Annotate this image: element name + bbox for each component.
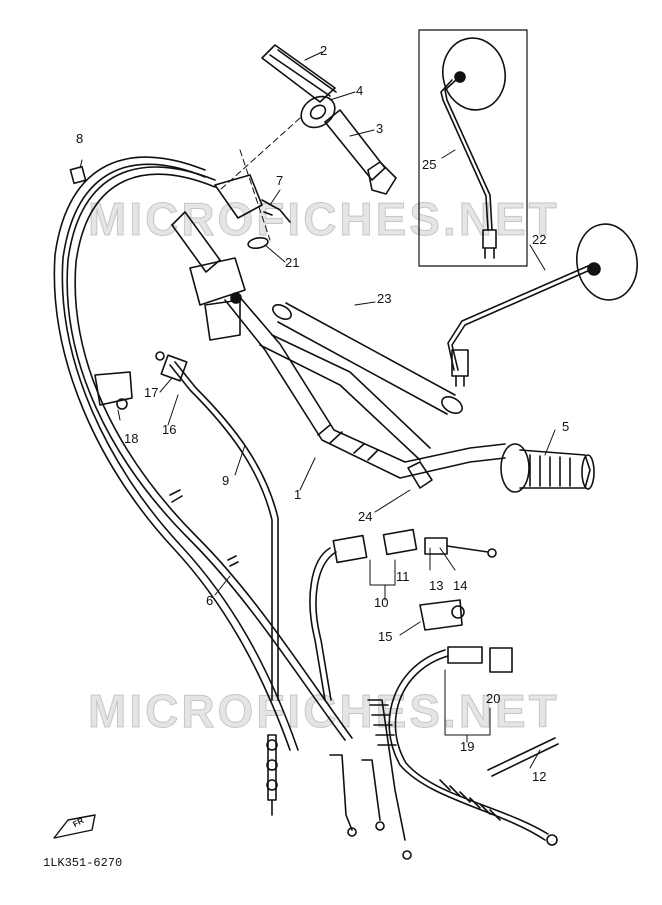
callout-3: 3 bbox=[376, 121, 384, 136]
callout-24: 24 bbox=[358, 509, 373, 524]
leader-lines bbox=[79, 51, 556, 769]
cable-throttle bbox=[53, 156, 353, 751]
callout-8: 8 bbox=[76, 131, 84, 146]
callout-7: 7 bbox=[276, 173, 284, 188]
mirror-inset-box bbox=[418, 29, 528, 267]
callout-19: 19 bbox=[460, 739, 475, 754]
callout-14: 14 bbox=[453, 578, 468, 593]
callout-13: 13 bbox=[429, 578, 444, 593]
watermark-top: MICROFICHES.NET bbox=[88, 193, 560, 246]
mirror-left bbox=[440, 37, 506, 259]
callout-25: 25 bbox=[422, 157, 437, 172]
callout-12: 12 bbox=[532, 769, 547, 784]
callout-23: 23 bbox=[377, 291, 392, 306]
lower-cable-assembly bbox=[309, 528, 497, 701]
watermark-bottom: MICROFICHES.NET bbox=[88, 685, 560, 738]
callout-5: 5 bbox=[562, 419, 570, 434]
lower-right-cable bbox=[388, 646, 558, 846]
callout-10: 10 bbox=[374, 595, 389, 610]
callout-16: 16 bbox=[162, 422, 177, 437]
part-12-rod bbox=[487, 737, 559, 777]
callout-9: 9 bbox=[222, 473, 230, 488]
callout-4: 4 bbox=[356, 83, 364, 98]
grip-right bbox=[500, 443, 595, 493]
callout-17: 17 bbox=[144, 385, 159, 400]
callout-11: 11 bbox=[396, 569, 410, 584]
callout-20: 20 bbox=[486, 691, 501, 706]
cable-ends bbox=[266, 699, 412, 860]
part-18 bbox=[94, 371, 133, 410]
clutch-cable bbox=[155, 351, 279, 701]
callout-2: 2 bbox=[320, 43, 328, 58]
front-arrow-shape bbox=[53, 814, 96, 839]
left-grip-and-lever-holder bbox=[171, 117, 301, 341]
mirror-right bbox=[447, 223, 638, 387]
grip-left-exploded bbox=[261, 44, 397, 195]
reference-code: 1LK351-6270 bbox=[43, 856, 123, 870]
callout-21: 21 bbox=[285, 255, 300, 270]
callout-6: 6 bbox=[206, 593, 214, 608]
handlebar-pad bbox=[272, 302, 463, 415]
callout-18: 18 bbox=[124, 431, 139, 446]
callout-22: 22 bbox=[532, 232, 547, 247]
callout-15: 15 bbox=[378, 629, 393, 644]
callout-1: 1 bbox=[294, 487, 302, 502]
handlebar bbox=[224, 294, 506, 489]
